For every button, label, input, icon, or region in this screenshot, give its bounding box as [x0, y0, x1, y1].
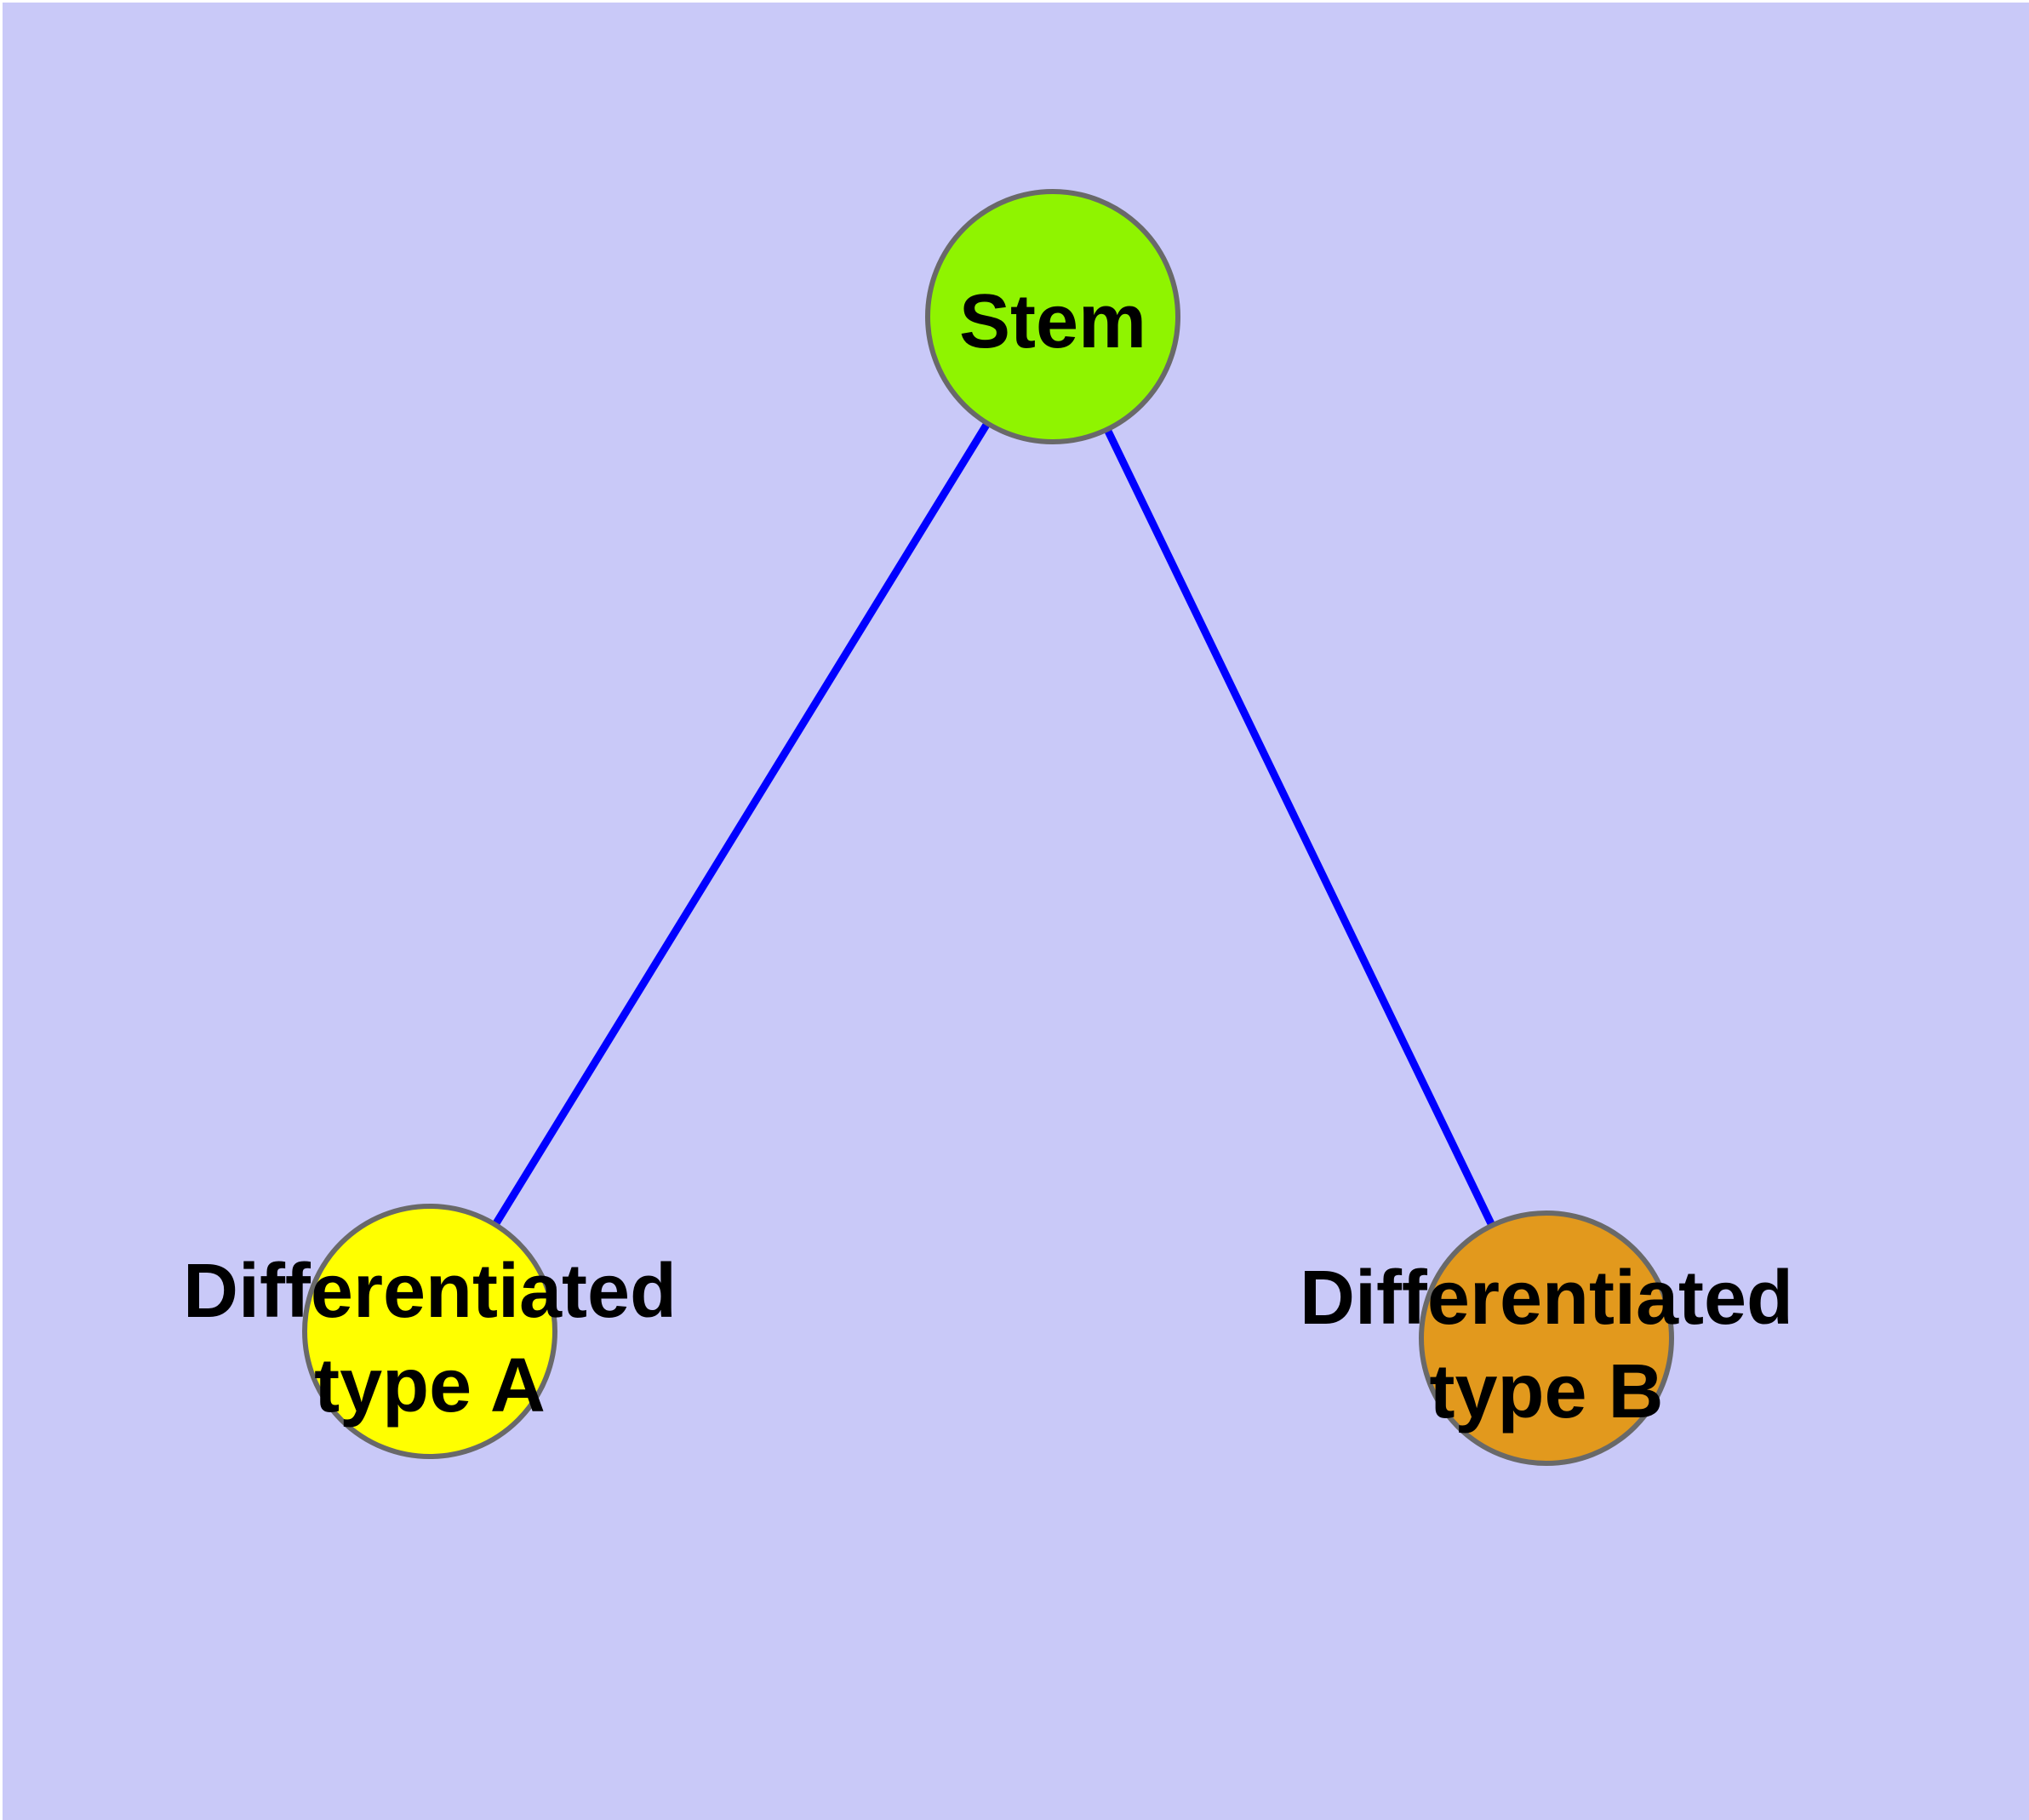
node-type-b-label-line1: Differentiated: [1300, 1256, 1793, 1341]
node-stem: [925, 189, 1180, 444]
node-type-a-label-line1: Differentiated: [183, 1249, 677, 1334]
node-differentiated-type-b: [1419, 1210, 1674, 1466]
edge-stem-to-type-b: [1049, 315, 1551, 1340]
edge-stem-to-type-a: [426, 314, 1056, 1334]
node-stem-label: Stem: [959, 279, 1146, 364]
node-type-b-label-line2: type B: [1429, 1349, 1663, 1434]
node-differentiated-type-a: [302, 1204, 557, 1459]
node-type-a-label-line2: type A: [314, 1343, 546, 1428]
